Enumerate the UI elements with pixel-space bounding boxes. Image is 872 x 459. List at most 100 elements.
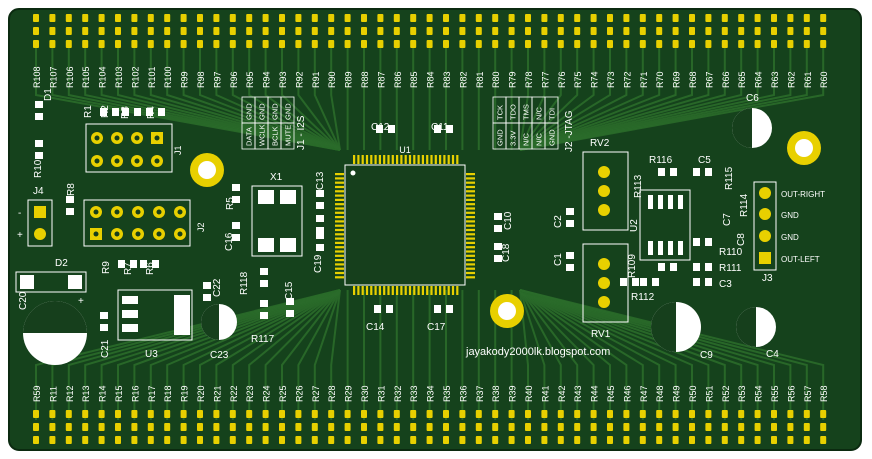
edge-pad-top [689, 27, 695, 35]
edge-pad-bottom [180, 410, 187, 418]
ref-bottom: R36 [458, 385, 468, 402]
label-c21: C21 [100, 339, 111, 358]
smd-pad [374, 305, 381, 313]
edge-pad-bottom [213, 423, 220, 431]
jtag-cell: TCK [496, 105, 505, 120]
edge-pad-bottom [246, 423, 253, 431]
qfp-pin [466, 233, 475, 236]
i2s-cell: MUTE [284, 125, 293, 146]
edge-pad-top [738, 27, 745, 35]
trace [67, 289, 341, 420]
edge-pad-bottom [705, 436, 712, 444]
ref-top: R71 [639, 71, 649, 88]
trace [51, 40, 341, 151]
i2s-cell: GND [271, 103, 280, 120]
edge-pad-bottom [377, 423, 384, 431]
edge-pad-bottom [82, 410, 89, 418]
edge-pad-top [98, 27, 105, 35]
label-j4-plus: + [17, 230, 23, 241]
label-website: jayakody2000lk.blogspot.com [465, 346, 610, 358]
edge-pad-bottom [262, 436, 269, 444]
ref-top: R104 [98, 66, 108, 88]
trace [297, 289, 341, 420]
edge-pad-top [607, 27, 613, 35]
drill [134, 135, 140, 141]
smd-pad [260, 268, 268, 275]
u2-pin [668, 241, 673, 255]
edge-pad-top [738, 14, 745, 22]
edge-pad-bottom [623, 423, 630, 431]
label-d2: D2 [55, 258, 68, 269]
trace [519, 289, 808, 420]
ref-top: R62 [786, 71, 796, 88]
edge-pad-bottom [33, 436, 39, 444]
edge-pad-top [279, 14, 285, 22]
smd-pad [316, 215, 324, 222]
edge-pad-bottom [475, 436, 482, 444]
edge-pad-top [443, 14, 449, 22]
header-pad [759, 187, 771, 199]
drill [154, 158, 160, 164]
label-c10: C10 [503, 211, 514, 230]
ref-bottom: R50 [688, 385, 698, 402]
edge-pad-bottom [33, 410, 39, 418]
edge-pad-top [164, 40, 171, 48]
jtag-cell: TDO [509, 104, 518, 120]
trace [519, 40, 644, 151]
label-c19: C19 [313, 254, 324, 273]
ref-top: R92 [294, 71, 304, 88]
edge-pad-top [787, 27, 794, 35]
edge-pad-top [492, 27, 499, 35]
smd-pad [376, 125, 383, 133]
edge-pad-top [574, 14, 581, 22]
label-c23: C23 [210, 350, 229, 361]
label-r110: R110 [719, 247, 743, 258]
ref-top: R75 [573, 71, 583, 88]
edge-pad-bottom [590, 436, 597, 444]
edge-pad-bottom [459, 436, 466, 444]
trace [519, 40, 726, 151]
edge-pad-top [344, 14, 351, 22]
edge-pad-bottom [639, 423, 646, 431]
qfp-pin [391, 155, 394, 164]
qfp-pin [466, 276, 475, 279]
edge-pad-bottom [98, 423, 105, 431]
edge-pad-top [705, 40, 712, 48]
edge-pad-bottom [295, 423, 302, 431]
edge-pad-top [820, 27, 827, 35]
edge-pad-bottom [131, 410, 138, 418]
ref-top: R108 [32, 66, 42, 88]
trace [149, 40, 341, 151]
edge-pad-bottom [754, 410, 761, 418]
trace [519, 289, 562, 420]
label-x1: X1 [270, 172, 283, 183]
smd-pad [130, 260, 137, 268]
edge-pad-bottom [787, 410, 794, 418]
smd-pad [35, 140, 43, 147]
smd-pad [620, 278, 627, 286]
edge-pad-top [115, 14, 121, 22]
edge-pad-top [393, 27, 400, 35]
edge-pad-bottom [147, 423, 154, 431]
trace [519, 289, 677, 420]
edge-pad-top [262, 14, 269, 22]
edge-pad-top [771, 27, 777, 35]
qfp-pin [365, 286, 369, 295]
ref-bottom: R22 [229, 385, 239, 402]
edge-pad-top [721, 27, 728, 35]
label-r3: R3 [120, 106, 131, 119]
smd-pad [316, 227, 324, 234]
label-r109: R109 [627, 254, 638, 278]
trace [166, 289, 341, 420]
smd-pad [386, 305, 393, 313]
smd-pad [260, 300, 268, 307]
edge-pad-bottom [98, 436, 105, 444]
label-j1-i2s: J1 - I2S [296, 115, 307, 150]
trace [519, 40, 743, 151]
label-c6: C6 [746, 93, 759, 104]
capacitor-band [23, 301, 87, 333]
smd-pad [66, 196, 74, 203]
edge-pad-bottom [705, 423, 712, 431]
edge-pad-top [689, 14, 695, 22]
label-c4: C4 [766, 349, 779, 360]
